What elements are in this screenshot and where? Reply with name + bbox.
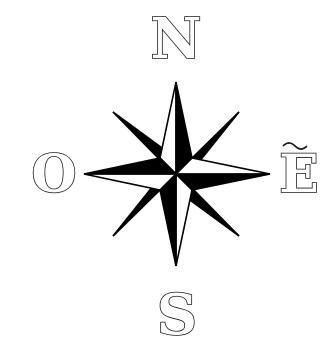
- star-point-s-light: [176, 174, 192, 266]
- star-point-w-dark: [84, 158, 176, 174]
- north-label: N: [150, 6, 201, 72]
- south-label: S: [157, 282, 197, 348]
- east-label: E: [279, 144, 319, 205]
- west-label: O: [31, 144, 76, 205]
- star-point-e-light: [176, 158, 270, 174]
- star-point-w-light: [84, 174, 176, 190]
- compass-star: [84, 82, 270, 266]
